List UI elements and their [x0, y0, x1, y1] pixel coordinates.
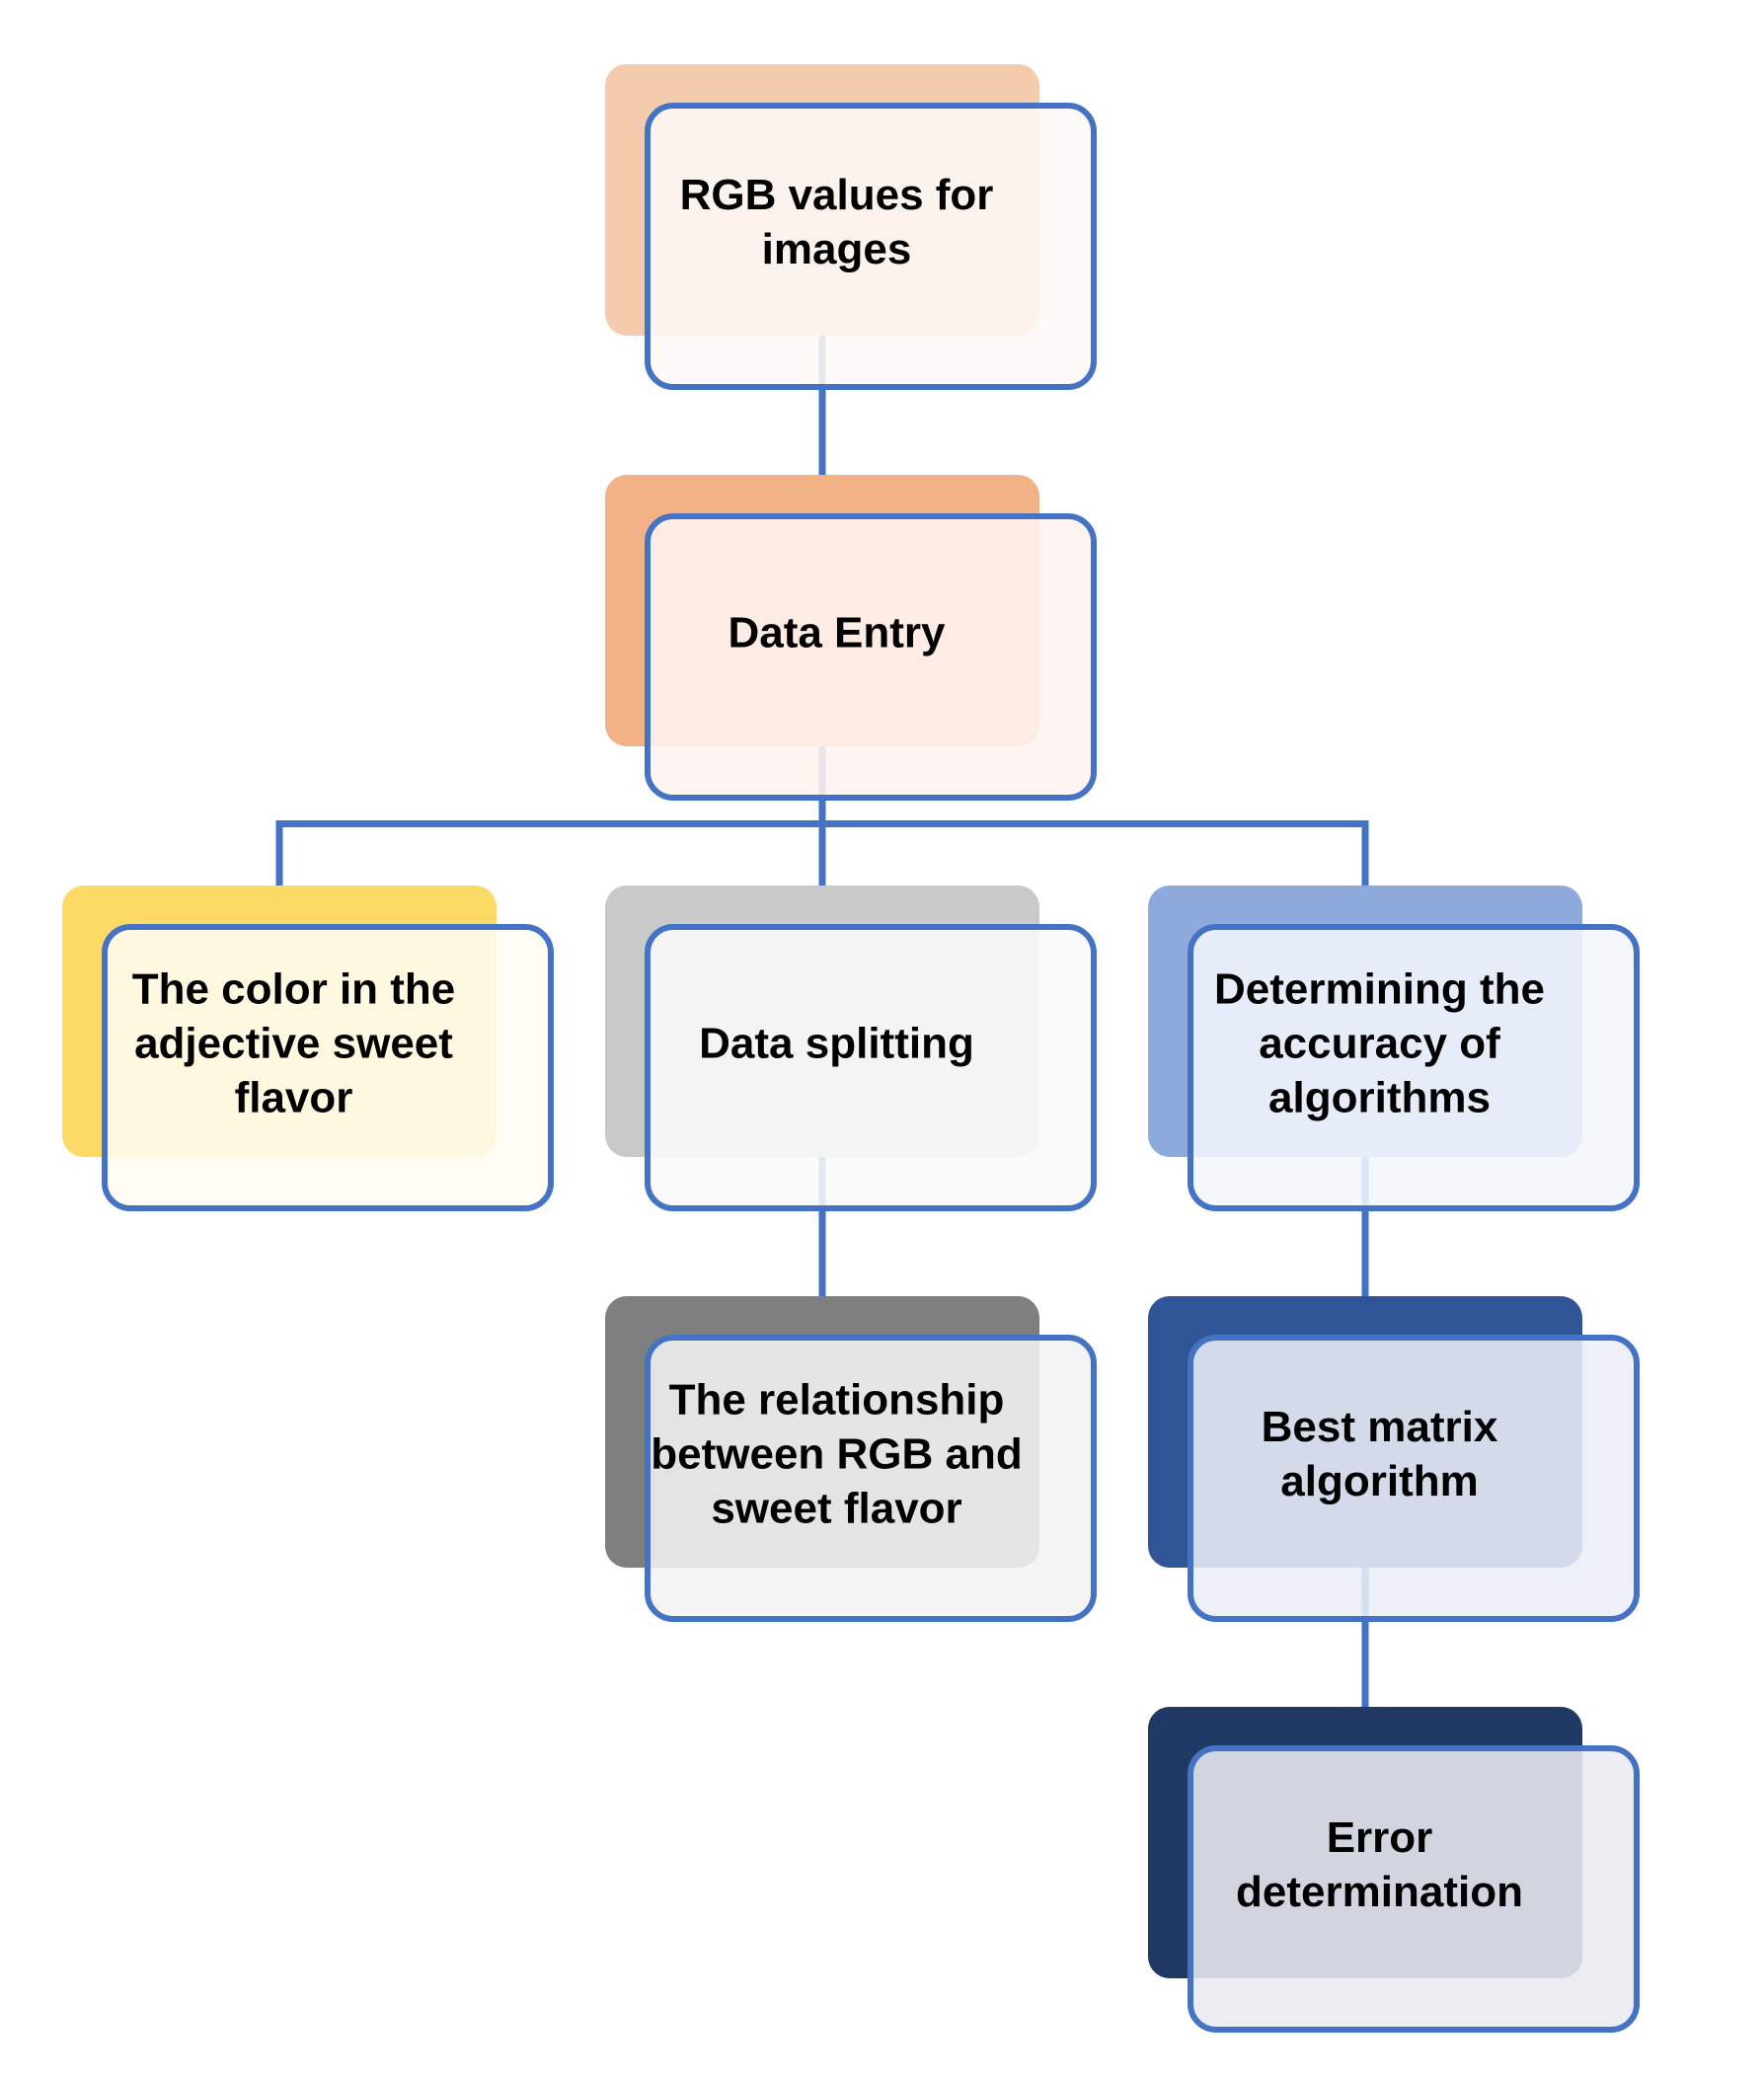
node-data-splitting: Data splitting	[605, 886, 1097, 1211]
node-error-determination-box	[1188, 1745, 1640, 2033]
node-rgb-values-label-line-0: RGB values for	[680, 171, 994, 219]
node-best-matrix: Best matrix algorithm	[1148, 1296, 1640, 1622]
node-data-splitting-box	[645, 924, 1097, 1211]
node-relationship-label-line-0: The relationship	[669, 1376, 1005, 1425]
node-best-matrix-label-line-0: Best matrix	[1262, 1403, 1498, 1451]
node-rgb-values: RGB values for images	[605, 64, 1097, 390]
node-determining-accuracy-box	[1188, 924, 1640, 1211]
node-data-entry-box	[645, 513, 1097, 801]
node-error-determination-label-line-1: determination	[1236, 1868, 1523, 1916]
node-relationship: The relationship between RGB and sweet fla…	[605, 1296, 1097, 1622]
node-determining-accuracy-label-line-2: algorithms	[1268, 1074, 1491, 1122]
node-color-adjective-label-line-0: The color in the	[132, 965, 456, 1014]
node-rgb-values-label-line-1: images	[762, 225, 912, 273]
node-error-determination: Error determination	[1148, 1707, 1640, 2033]
node-color-adjective-box	[102, 924, 554, 1211]
node-determining-accuracy: Determining the accuracy of algorithms	[1148, 886, 1640, 1211]
node-data-entry: Data Entry	[605, 475, 1097, 801]
node-determining-accuracy-label-line-1: accuracy of	[1259, 1020, 1500, 1068]
node-color-adjective: The color in the adjective sweet flavor	[62, 886, 554, 1211]
node-color-adjective-label-line-2: flavor	[235, 1074, 353, 1122]
node-best-matrix-label-line-1: algorithm	[1280, 1457, 1478, 1505]
node-relationship-label-line-2: sweet flavor	[711, 1485, 961, 1533]
node-determining-accuracy-label-line-0: Determining the	[1214, 965, 1545, 1014]
node-data-splitting-label-line-0: Data splitting	[699, 1020, 974, 1068]
node-error-determination-label-line-0: Error	[1327, 1813, 1433, 1862]
node-relationship-label-line-1: between RGB and	[651, 1430, 1023, 1479]
node-rgb-values-box	[645, 103, 1097, 390]
node-color-adjective-label-line-1: adjective sweet	[134, 1020, 453, 1068]
node-data-entry-label-line-0: Data Entry	[728, 609, 946, 657]
node-relationship-box	[645, 1335, 1097, 1622]
node-best-matrix-box	[1188, 1335, 1640, 1622]
